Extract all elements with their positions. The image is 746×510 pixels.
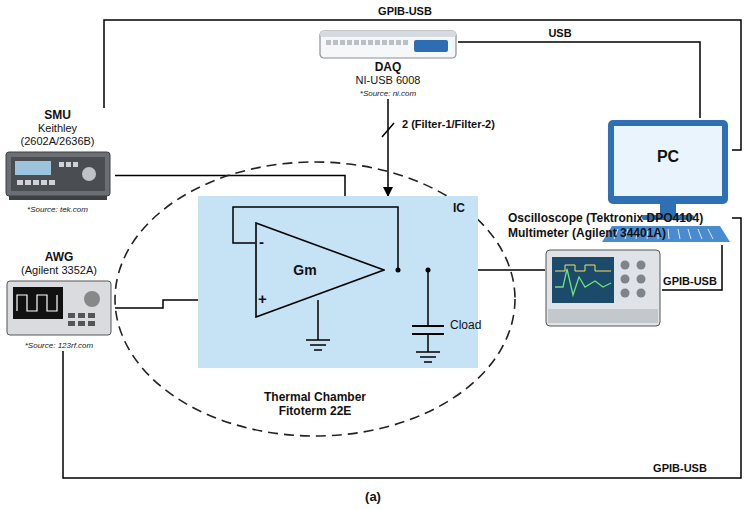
node-heading: Gm — [285, 262, 325, 278]
node-text: *Source: 123rf.com — [3, 341, 115, 351]
node-text: Multimeter (Agilent 34401A) — [508, 226, 666, 240]
smu-instrument-icon — [3, 148, 113, 203]
edge-label: GPIB-USB — [376, 5, 434, 18]
ground-symbol — [416, 352, 440, 362]
node-heading: PC — [614, 148, 722, 166]
node-heading: Thermal Chamber Fitoterm 22E — [253, 390, 377, 418]
thermal-chamber: Thermal Chamber Fitoterm 22E IC Gm — [113, 160, 517, 438]
awg-instrument-icon — [4, 277, 114, 339]
connector — [387, 99, 389, 196]
node-text: Keithley (2602A/2636B) — [10, 122, 106, 148]
capacitor-plate — [412, 325, 444, 327]
node-text: (Agilent 3352A) — [3, 264, 115, 277]
bus-slash — [382, 123, 394, 137]
node-heading: IC — [446, 201, 472, 215]
pc-monitor-icon — [598, 118, 732, 245]
opamp-triangle — [255, 222, 385, 318]
ic-box: IC Gm — [198, 196, 478, 368]
edge-label: GPIB-USB — [661, 275, 719, 288]
ground-wire — [427, 334, 429, 352]
pc-node: PC — [598, 118, 732, 245]
daq-node: DAQNI-USB 6008 *Source: ni.com — [318, 28, 458, 99]
awg-node: AWG(Agilent 3352A) *Source: 123rf.com — [3, 250, 115, 351]
transconductance-amplifier: Gm — [255, 222, 385, 318]
edge-label: GPIB-USB — [651, 462, 709, 475]
feedback-wire — [233, 207, 398, 270]
node-heading: DAQ — [318, 60, 458, 74]
connector — [662, 245, 722, 290]
connector — [458, 42, 700, 118]
daq-device-icon — [318, 28, 458, 60]
oscilloscope-icon — [545, 247, 662, 329]
figure-caption: (a) — [365, 489, 381, 504]
node-heading: Oscilloscope (Tektronix DPO4104) — [508, 211, 703, 225]
node-heading: SMU — [0, 108, 115, 122]
ground-symbol — [306, 340, 330, 350]
oscilloscope-node: Oscilloscope (Tektronix DPO4104)Multimet… — [545, 247, 662, 329]
junction-dot — [396, 268, 401, 273]
ground-wire — [317, 300, 319, 340]
smu-node: SMUKeithley (2602A/2636B) *Source: tek.co… — [0, 108, 115, 215]
node-text: NI-USB 6008 — [318, 74, 458, 87]
capacitor-plate — [412, 333, 444, 335]
node-text: *Source: ni.com — [318, 89, 458, 99]
edge-label: 2 (Filter-1/Filter-2) — [400, 118, 497, 131]
node-heading: AWG — [3, 250, 115, 264]
capacitor-wire — [427, 270, 429, 326]
edge-label: USB — [546, 27, 573, 40]
junction-dot — [426, 268, 431, 273]
node-text: *Source: tek.com — [0, 205, 115, 215]
